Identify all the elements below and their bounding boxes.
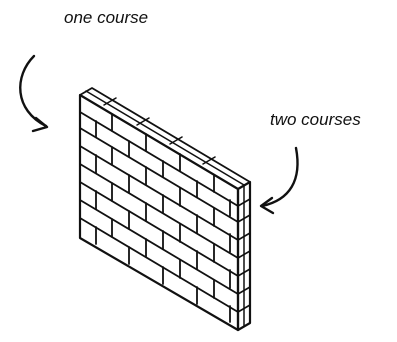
one-course-label: one course [64, 8, 148, 28]
wall-top-joints [86, 91, 244, 185]
one-course-arrow [20, 56, 46, 126]
two-courses-label: two courses [270, 110, 361, 130]
two-courses-arrow [262, 148, 298, 206]
